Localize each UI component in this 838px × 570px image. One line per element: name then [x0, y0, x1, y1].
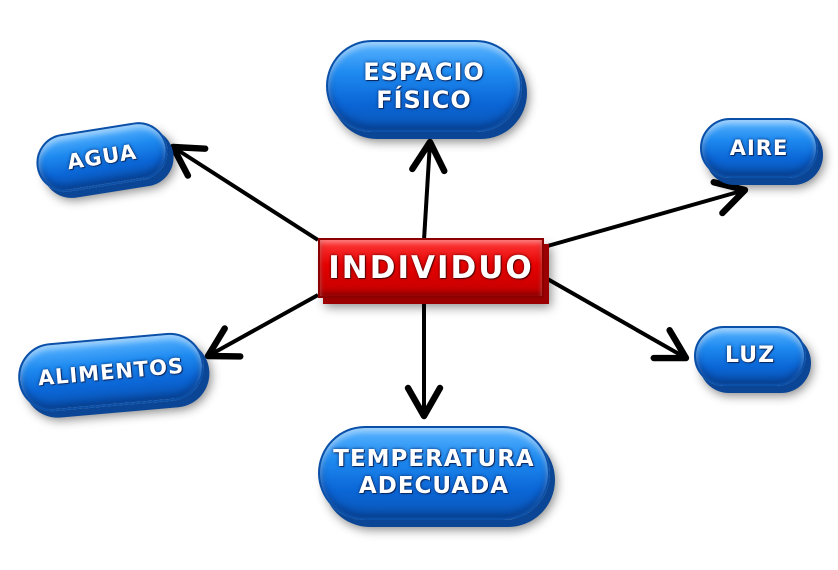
- node-temperatura-label: TEMPERATURA ADECUADA: [333, 445, 535, 499]
- node-espacio-fisico: ESPACIO FÍSICO: [326, 40, 522, 132]
- node-agua-label: AGUA: [65, 139, 139, 174]
- arrow-to-alimentos: [204, 293, 319, 360]
- node-aire-label: AIRE: [729, 135, 789, 160]
- node-alimentos-label: ALIMENTOS: [36, 353, 186, 390]
- node-aire: AIRE: [700, 118, 818, 178]
- node-espacio-label: ESPACIO FÍSICO: [363, 57, 485, 114]
- arrow-to-agua: [169, 143, 320, 242]
- arrow-to-aire: [543, 179, 749, 249]
- node-temperatura-adecuada: TEMPERATURA ADECUADA: [318, 426, 550, 520]
- arrow-to-espacio: [409, 138, 448, 241]
- node-luz: LUZ: [694, 326, 806, 386]
- arrow-to-luz: [543, 275, 690, 362]
- center-node-label: INDIVIDUO: [328, 249, 534, 286]
- node-luz-label: LUZ: [724, 343, 776, 369]
- center-node-individuo: INDIVIDUO: [318, 238, 544, 298]
